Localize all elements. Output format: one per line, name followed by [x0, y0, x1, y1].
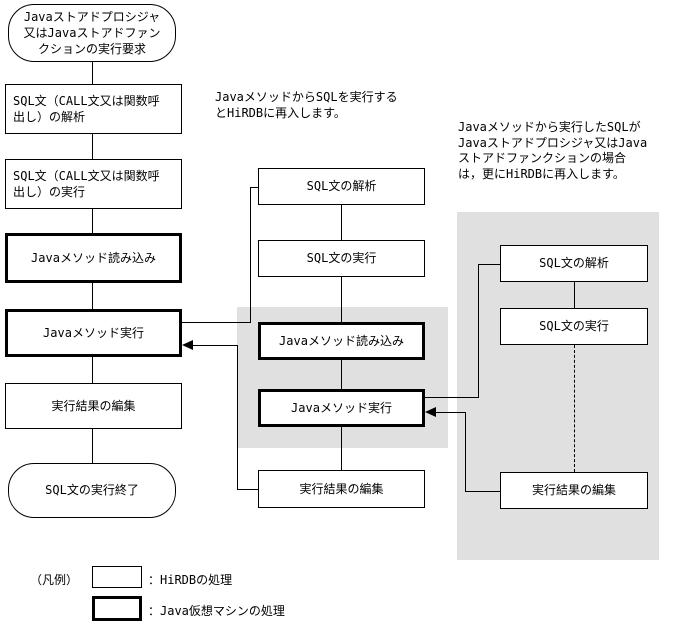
mid-edit-result-box: 実行結果の編集: [258, 470, 425, 508]
connector-line: [341, 360, 342, 389]
mid-java-load-box: Javaメソッド読み込み: [258, 322, 425, 360]
connector-line: [92, 134, 93, 159]
legend-hirdb-label: ：HiRDBの処理: [148, 573, 233, 587]
connector-line: [237, 489, 258, 490]
connector-line: [478, 264, 500, 265]
left-sql-parse-box: SQL文（CALL文又は関数呼 出し）の解析: [5, 84, 182, 134]
connector-line: [341, 277, 342, 322]
connector-line: [478, 264, 479, 398]
left-start-terminal: Javaストアドプロシジャ 又はJavaストアドファン クションの実行要求: [8, 4, 176, 62]
connector-line: [465, 491, 500, 492]
right-sql-exec-box: SQL文の実行: [500, 308, 648, 345]
connector-line: [92, 283, 93, 309]
connector-line: [250, 187, 258, 188]
connector-line: [250, 187, 251, 323]
connector-line: [92, 209, 93, 233]
connector-line: [92, 429, 93, 463]
right-sql-parse-box: SQL文の解析: [500, 245, 648, 282]
connector-line: [341, 205, 342, 240]
dashed-connector-line: [574, 345, 575, 472]
connector-line: [574, 282, 575, 308]
mid-reentry-note: JavaメソッドからSQLを実行する とHiRDBに再入します。: [215, 90, 398, 120]
left-java-exec-box: Javaメソッド実行: [5, 309, 182, 357]
right-edit-result-box: 実行結果の編集: [500, 472, 648, 509]
legend-title: （凡例）: [30, 573, 79, 587]
left-edit-result-box: 実行結果の編集: [5, 383, 182, 429]
mid-sql-exec-box: SQL文の実行: [258, 240, 425, 277]
connector-line: [182, 322, 250, 323]
connector-line: [92, 62, 93, 84]
legend-java-box: [92, 596, 142, 621]
legend-java-label: ：Java仮想マシンの処理: [148, 604, 285, 618]
connector-line: [341, 427, 342, 470]
legend-hirdb-box: [92, 566, 142, 588]
connector-line: [465, 412, 466, 492]
left-end-terminal: SQL文の実行終了: [8, 463, 176, 518]
connector-line: [237, 345, 238, 490]
connector-line: [436, 412, 465, 413]
return-arrowhead-icon: [182, 340, 193, 350]
left-java-load-box: Javaメソッド読み込み: [5, 233, 182, 283]
connector-line: [92, 357, 93, 383]
return-arrowhead-icon: [425, 407, 436, 417]
left-sql-exec-box: SQL文（CALL文又は関数呼 出し）の実行: [5, 159, 182, 209]
mid-java-exec-box: Javaメソッド実行: [258, 389, 425, 427]
mid-sql-parse-box: SQL文の解析: [258, 168, 425, 205]
connector-line: [193, 345, 237, 346]
right-reentry-note: Javaメソッドから実行したSQLが Javaストアドプロシジャ又はJava ス…: [458, 120, 648, 181]
connector-line: [425, 397, 478, 398]
